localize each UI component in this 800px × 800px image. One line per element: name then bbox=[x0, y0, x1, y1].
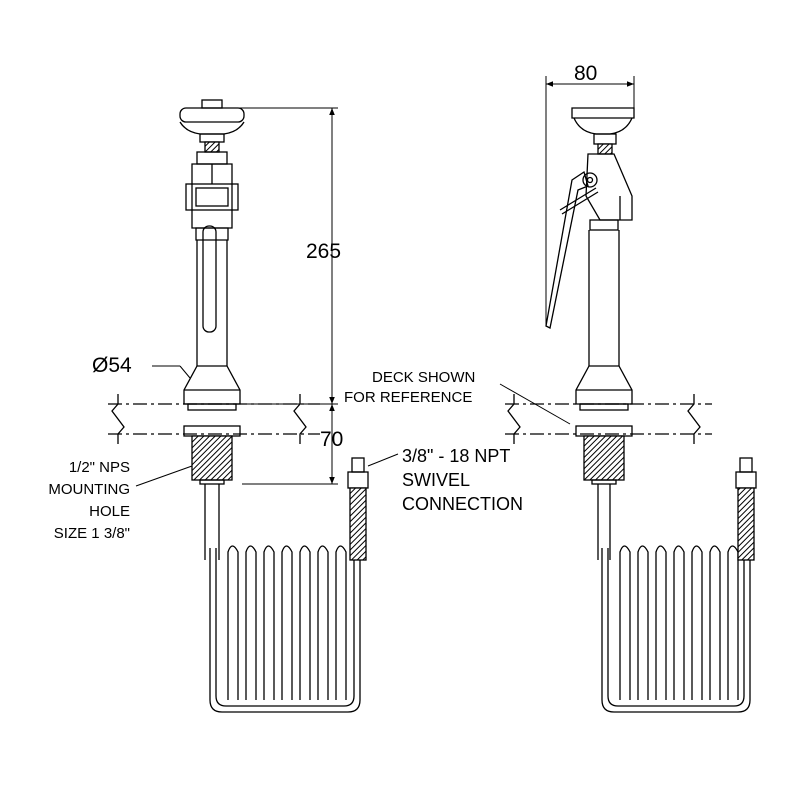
swivel-connector-left bbox=[347, 457, 369, 561]
dimension-lines-right bbox=[499, 76, 635, 425]
sprayhead-left bbox=[179, 99, 245, 153]
hose-left bbox=[204, 484, 361, 713]
shank-right bbox=[575, 403, 633, 485]
height-dimension: 265 bbox=[306, 240, 341, 263]
base-flange-right bbox=[575, 365, 633, 405]
shank-left bbox=[183, 403, 241, 485]
riser-right bbox=[588, 230, 620, 366]
deck-label-1: DECK SHOWN bbox=[372, 369, 475, 386]
connection-label-2: SWIVEL bbox=[402, 470, 470, 490]
riser-left bbox=[196, 225, 228, 366]
front-view bbox=[108, 99, 399, 713]
mounting-label-1: 1/2" NPS bbox=[69, 459, 130, 476]
swivel-connector-right bbox=[735, 457, 757, 561]
diameter-dimension: Ø54 bbox=[92, 354, 132, 377]
mounting-label-4: SIZE 1 3/8" bbox=[54, 525, 130, 542]
deck-label-2: FOR REFERENCE bbox=[344, 389, 472, 406]
depth-dimension: 70 bbox=[320, 428, 343, 451]
labels: 265 70 Ø54 80 1/2" NPS MOUNTING HOLE SIZ… bbox=[48, 62, 597, 542]
mounting-label-2: MOUNTING bbox=[48, 481, 130, 498]
connection-label-3: CONNECTION bbox=[402, 494, 523, 514]
connection-label-1: 3/8" - 18 NPT bbox=[402, 446, 510, 466]
sprayhead-right bbox=[571, 107, 635, 155]
mounting-label-3: HOLE bbox=[89, 503, 130, 520]
dimension-lines-left bbox=[135, 107, 399, 487]
hose-right bbox=[597, 484, 751, 713]
side-view bbox=[499, 76, 757, 713]
width-dimension: 80 bbox=[574, 62, 597, 85]
valve-body-left bbox=[185, 151, 239, 241]
base-flange-left bbox=[183, 365, 241, 405]
valve-body-right bbox=[582, 153, 633, 231]
lever-handle bbox=[545, 170, 599, 329]
